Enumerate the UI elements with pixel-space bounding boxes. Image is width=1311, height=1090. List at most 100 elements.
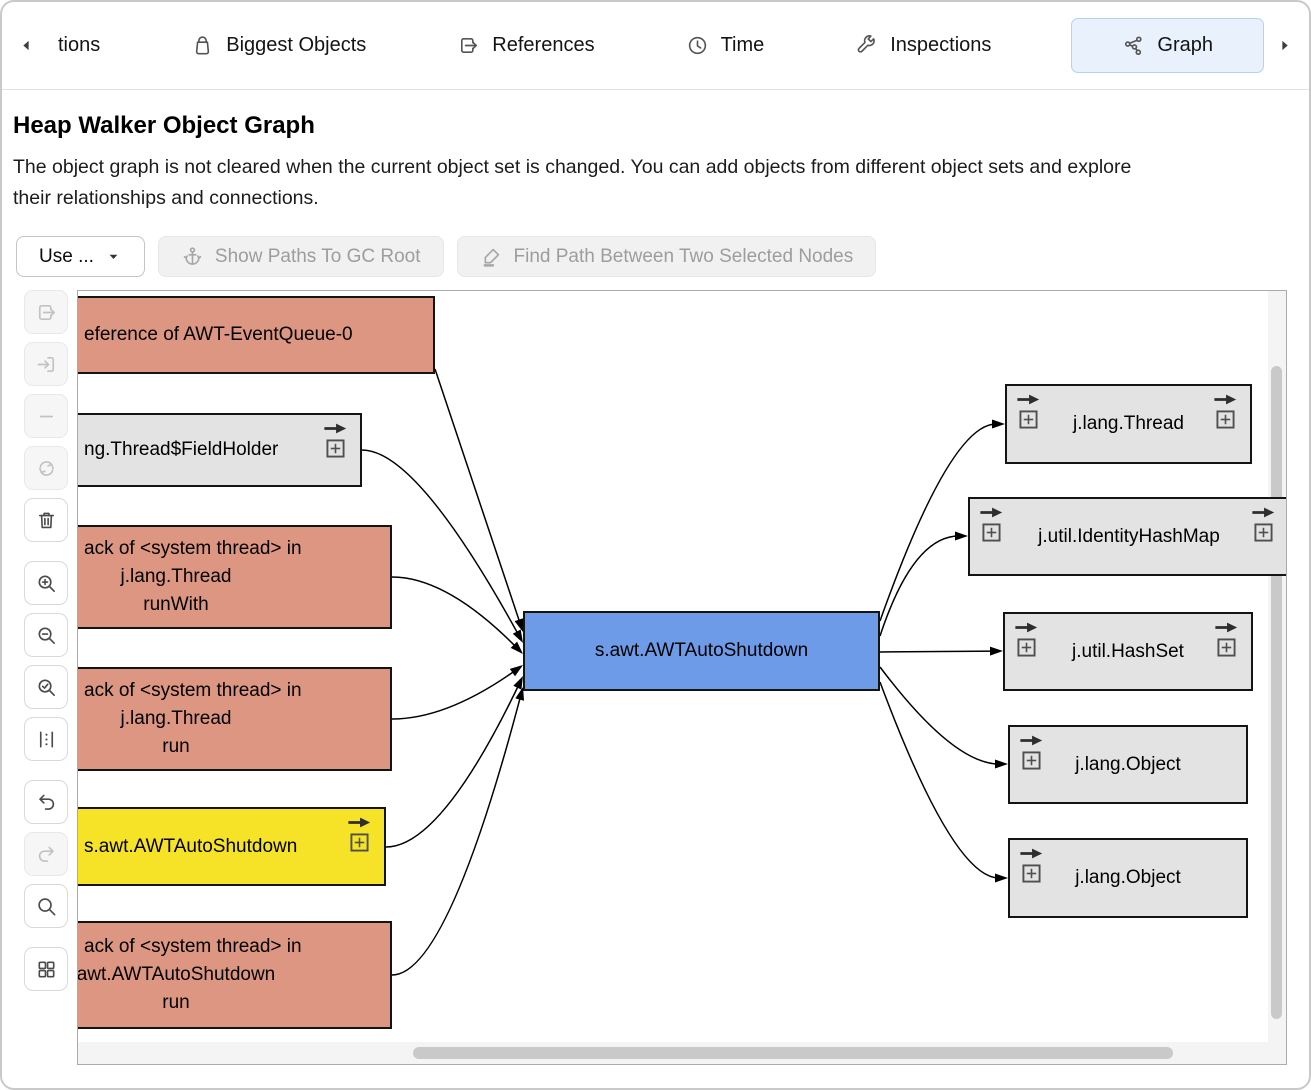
remove-selected-button bbox=[24, 394, 68, 438]
graph-action-row: Use ... Show Paths To GC Root Find Path … bbox=[16, 236, 1298, 277]
incoming-expand-control bbox=[1014, 619, 1038, 657]
edge-arrowhead-icon bbox=[510, 641, 523, 654]
expand-plus-button[interactable] bbox=[325, 439, 345, 458]
node-label: run bbox=[162, 736, 190, 757]
expand-plus-button[interactable] bbox=[1021, 864, 1041, 883]
tabs-scroll-left-button[interactable] bbox=[16, 35, 37, 56]
tab-label: Graph bbox=[1157, 34, 1213, 56]
outgoing-expand-control bbox=[323, 420, 347, 458]
trash-icon bbox=[35, 509, 58, 532]
node-label: eference of AWT-EventQueue-0 bbox=[84, 324, 353, 345]
edge-stack-thread-run-to-awt-autoshutdown-selected bbox=[391, 669, 517, 720]
reference-arrow-icon bbox=[979, 504, 1003, 521]
vertical-scrollbar-thumb[interactable] bbox=[1271, 366, 1282, 1019]
tab-time[interactable]: Time bbox=[675, 19, 776, 72]
find-node-button[interactable] bbox=[24, 884, 68, 928]
expand-plus-button[interactable] bbox=[1215, 410, 1235, 429]
tab-tions-clipped[interactable]: tions bbox=[47, 19, 111, 72]
clear-graph-button[interactable] bbox=[24, 498, 68, 542]
edge-arrowhead-icon bbox=[989, 646, 1003, 656]
object-graph-canvas[interactable]: eference of AWT-EventQueue-0 ng.Thread$Fi… bbox=[77, 290, 1287, 1065]
node-label: j.lang.Thread bbox=[1073, 413, 1184, 434]
expand-plus-button[interactable] bbox=[1021, 751, 1041, 770]
zoom-fit-button[interactable] bbox=[24, 665, 68, 709]
graph-node-thread-fieldholder[interactable]: ng.Thread$FieldHolder bbox=[78, 413, 362, 487]
graph-node-jlang-object-1[interactable]: j.lang.Object bbox=[1008, 725, 1248, 804]
outgoing-expand-control bbox=[1251, 504, 1275, 542]
edge-awt-autoshutdown-yellow-to-awt-autoshutdown-selected bbox=[385, 683, 520, 848]
edge-ref-awt-eventqueue-to-awt-autoshutdown-selected bbox=[434, 368, 521, 624]
horizontal-scrollbar-thumb[interactable] bbox=[413, 1047, 1173, 1059]
graph-node-stack-autoshutdown-run[interactable]: ack of <system thread> in awt.AWTAutoShut… bbox=[77, 921, 392, 1029]
share-graph-icon bbox=[1122, 34, 1145, 57]
tab-graph[interactable]: Graph bbox=[1071, 18, 1264, 73]
graph-node-jlang-object-2[interactable]: j.lang.Object bbox=[1008, 838, 1248, 918]
node-label: ack of <system thread> in bbox=[84, 680, 302, 701]
undo-button[interactable] bbox=[24, 780, 68, 824]
edge-stack-autoshutdown-run-to-awt-autoshutdown-selected bbox=[391, 695, 522, 976]
caret-down-icon bbox=[105, 248, 122, 265]
tabs-scroll-right-button[interactable] bbox=[1274, 35, 1295, 56]
tab-label: Biggest Objects bbox=[226, 34, 367, 56]
minus-icon bbox=[35, 405, 58, 428]
node-label: j.lang.Thread bbox=[120, 708, 232, 729]
reference-arrow-icon bbox=[323, 420, 347, 437]
expand-plus-button[interactable] bbox=[1216, 638, 1236, 657]
use-button-label: Use ... bbox=[39, 245, 94, 267]
reference-arrow-icon bbox=[1213, 391, 1237, 408]
zoom-out-button[interactable] bbox=[24, 613, 68, 657]
show-legend-button[interactable] bbox=[24, 947, 68, 991]
graph-node-awt-autoshutdown-selected[interactable]: s.awt.AWTAutoShutdown bbox=[523, 611, 880, 691]
graph-node-jutil-hashset[interactable]: j.util.HashSet bbox=[1003, 612, 1253, 691]
edge-awt-autoshutdown-selected-to-jutil-hashset bbox=[879, 650, 995, 653]
tab-inspections[interactable]: Inspections bbox=[844, 19, 1002, 72]
tab-references[interactable]: References bbox=[446, 19, 605, 72]
tab-label: tions bbox=[58, 34, 101, 56]
box-arrow-right-icon bbox=[457, 34, 480, 57]
show-paths-label: Show Paths To GC Root bbox=[214, 245, 421, 267]
show-paths-to-gc-root-button: Show Paths To GC Root bbox=[157, 236, 444, 277]
node-label: j.lang.Object bbox=[1075, 753, 1181, 775]
edge-arrowhead-icon bbox=[955, 531, 968, 541]
tab-biggest-objects[interactable]: Biggest Objects bbox=[180, 19, 377, 72]
zoom-check-icon bbox=[35, 676, 58, 699]
node-label: awt.AWTAutoShutdown bbox=[77, 964, 276, 985]
expand-plus-button[interactable] bbox=[1018, 410, 1038, 429]
outgoing-expand-control bbox=[347, 814, 371, 852]
graph-node-awt-autoshutdown-yellow[interactable]: s.awt.AWTAutoShutdown bbox=[78, 807, 386, 886]
vertical-scrollbar bbox=[1268, 291, 1286, 1044]
expand-plus-button[interactable] bbox=[1016, 638, 1036, 657]
adjust-spacing-button[interactable] bbox=[24, 717, 68, 761]
node-label: j.util.IdentityHashMap bbox=[1038, 525, 1220, 547]
edge-arrowhead-icon bbox=[995, 873, 1008, 883]
graph-node-jlang-thread[interactable]: j.lang.Thread bbox=[1005, 384, 1252, 464]
expand-plus-button[interactable] bbox=[349, 833, 369, 852]
reference-arrow-icon bbox=[1019, 845, 1043, 862]
graph-area: eference of AWT-EventQueue-0 ng.Thread$Fi… bbox=[13, 290, 1298, 1065]
relayout-button bbox=[24, 446, 68, 490]
incoming-expand-control bbox=[1019, 732, 1043, 770]
grid-icon bbox=[35, 958, 58, 981]
undo-icon bbox=[35, 791, 58, 814]
redo-button bbox=[24, 832, 68, 876]
edge-arrowhead-icon bbox=[512, 629, 523, 643]
horizontal-scrollbar bbox=[78, 1042, 1286, 1064]
outgoing-expand-control bbox=[1213, 391, 1237, 429]
incoming-expand-control bbox=[1016, 391, 1040, 429]
graph-node-stack-thread-run[interactable]: ack of <system thread> in j.lang.Thread ru… bbox=[78, 667, 392, 771]
graph-node-ref-awt-eventqueue[interactable]: eference of AWT-EventQueue-0 bbox=[78, 296, 435, 374]
expand-plus-button[interactable] bbox=[1253, 523, 1273, 542]
use-dropdown-button[interactable]: Use ... bbox=[16, 236, 145, 277]
graph-node-jutil-identityhashmap[interactable]: j.util.IdentityHashMap bbox=[968, 497, 1286, 576]
zoom-in-button[interactable] bbox=[24, 561, 68, 605]
node-label: ack of <system thread> in bbox=[84, 936, 302, 957]
node-label: j.util.HashSet bbox=[1072, 640, 1184, 662]
edge-awt-autoshutdown-selected-to-jlang-object-1 bbox=[879, 666, 1000, 765]
edge-arrowhead-icon bbox=[995, 759, 1008, 769]
cycle-icon bbox=[35, 457, 58, 480]
expand-plus-button[interactable] bbox=[981, 523, 1001, 542]
node-label: j.lang.Object bbox=[1075, 867, 1181, 888]
page-description: The object graph is not cleared when the… bbox=[13, 156, 1132, 209]
